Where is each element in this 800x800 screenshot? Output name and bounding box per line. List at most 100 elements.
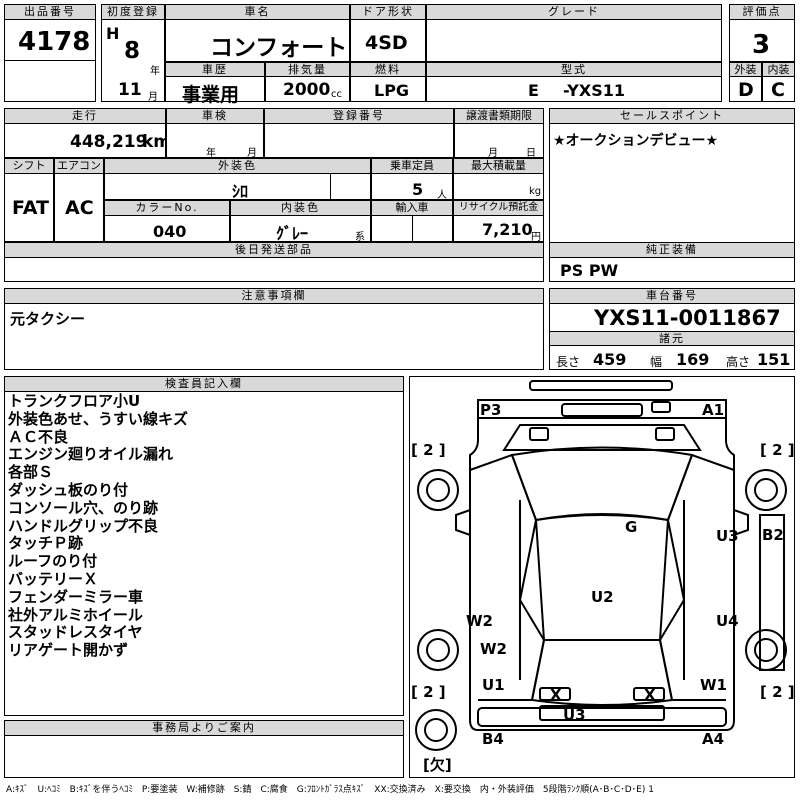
spec-width-label: 幅 bbox=[650, 355, 663, 369]
interior-grade: C bbox=[771, 79, 785, 101]
recycle-unit: 円 bbox=[531, 232, 541, 243]
aircon: AC bbox=[65, 197, 94, 219]
note-item: ルーフのり付 bbox=[8, 552, 98, 571]
car-name: コンフォート bbox=[210, 35, 348, 61]
import-divider bbox=[412, 216, 413, 242]
mileage: 448,219 bbox=[70, 132, 148, 152]
capacity: 5 bbox=[412, 180, 424, 199]
capacity-unit: 人 bbox=[437, 190, 447, 201]
first-reg-year: 8 bbox=[124, 38, 141, 64]
note-item: ＡＣ不良 bbox=[8, 427, 69, 446]
first-reg-box bbox=[101, 4, 165, 102]
damage-u1: U1 bbox=[482, 676, 505, 694]
damage-x-right: X bbox=[644, 686, 656, 704]
note-item: リアゲート開かず bbox=[8, 641, 129, 660]
car-diagram-box: P3 A1 G U3 B2 U2 W2 U4 W2 U1 W1 X X U3 B… bbox=[409, 376, 795, 778]
note-item: エンジン廻りオイル漏れ bbox=[8, 445, 174, 464]
chassis-header: 車台番号 bbox=[549, 288, 795, 304]
ext-color-divider bbox=[330, 174, 331, 200]
note-item: タッチＰ跡 bbox=[8, 534, 84, 553]
color-no-header: カラーNo. bbox=[104, 200, 230, 216]
recycle-header: リサイクル預託金 bbox=[453, 200, 544, 216]
score-header: 評価点 bbox=[729, 4, 795, 20]
spec-length: 459 bbox=[593, 350, 627, 369]
model: -YXS11 bbox=[563, 81, 625, 100]
inspector-notes-header: 検査員記入欄 bbox=[4, 376, 404, 392]
damage-u3-right: U3 bbox=[716, 527, 739, 545]
damage-w2-lower: W2 bbox=[480, 640, 507, 658]
mileage-header: 走行 bbox=[4, 108, 166, 124]
inspection-header: 車検 bbox=[166, 108, 264, 124]
max-load-header: 最大積載量 bbox=[453, 158, 544, 174]
fuel: LPG bbox=[374, 81, 410, 100]
damage-a1: A1 bbox=[702, 401, 724, 419]
lot-divider bbox=[4, 60, 96, 61]
caution: 元タクシー bbox=[10, 310, 86, 328]
year-unit: 年 bbox=[150, 66, 160, 77]
damage-u2: U2 bbox=[591, 588, 614, 606]
model-header: 型式 bbox=[426, 62, 722, 77]
ext-color-header: 外装色 bbox=[104, 158, 371, 174]
note-item: トランクフロア小U bbox=[8, 392, 141, 410]
tire-tread-rear-left: [ 2 ] bbox=[411, 683, 446, 701]
note-item: 社外アルミホイール bbox=[8, 605, 143, 624]
damage-b4: B4 bbox=[482, 730, 504, 748]
chassis-no: YXS11-0011867 bbox=[594, 306, 781, 330]
color-no: 040 bbox=[153, 222, 187, 241]
import-header: 輸入車 bbox=[371, 200, 453, 216]
interior-header: 内装 bbox=[762, 62, 795, 77]
specs-header: 諸元 bbox=[549, 331, 795, 346]
spare-tire-status: [欠] bbox=[423, 756, 452, 774]
damage-x-left: X bbox=[550, 686, 562, 704]
era: H bbox=[106, 24, 120, 43]
genuine-equip-header: 純正装備 bbox=[549, 242, 795, 258]
genuine-equip: PS PW bbox=[560, 261, 619, 280]
max-load-unit: kg bbox=[529, 186, 542, 197]
later-parts-header: 後日発送部品 bbox=[4, 242, 544, 258]
fuel-header: 燃料 bbox=[350, 62, 426, 77]
note-item: ハンドルグリップ不良 bbox=[8, 516, 159, 535]
insp-month-unit: 月 bbox=[247, 148, 257, 159]
damage-u4: U4 bbox=[716, 612, 739, 630]
spec-height-label: 高さ bbox=[726, 355, 751, 369]
door-header: ドア形状 bbox=[350, 4, 426, 20]
sales-point: ★オークションデビュー★ bbox=[553, 133, 719, 149]
spec-width: 169 bbox=[676, 350, 710, 369]
exterior-grade: D bbox=[738, 79, 754, 101]
displacement-unit: cc bbox=[331, 89, 342, 100]
tire-tread-front-left: [ 2 ] bbox=[411, 441, 446, 459]
score: 3 bbox=[752, 30, 771, 60]
grade-header: グレード bbox=[426, 4, 722, 20]
tire-tread-rear-right: [ 2 ] bbox=[760, 683, 795, 701]
mileage-unit: km bbox=[142, 132, 172, 152]
note-item: スタッドレスタイヤ bbox=[8, 623, 143, 642]
lot-no: 4178 bbox=[18, 27, 91, 57]
caution-header: 注意事項欄 bbox=[4, 288, 544, 304]
office-info-header: 事務局よりご案内 bbox=[4, 720, 404, 736]
shift-header: シフト bbox=[4, 158, 54, 174]
int-color-unit: 系 bbox=[355, 232, 365, 243]
note-item: フェンダーミラー車 bbox=[8, 587, 144, 606]
shift: FAT bbox=[12, 197, 49, 219]
note-item: バッテリーＸ bbox=[8, 569, 99, 588]
damage-w2-upper: W2 bbox=[466, 612, 493, 630]
spec-height: 151 bbox=[757, 350, 791, 369]
lot-no-box bbox=[4, 4, 96, 102]
model-prefix: E bbox=[528, 81, 539, 100]
sales-point-header: セールスポイント bbox=[549, 108, 795, 124]
note-item: コンソール穴、のり跡 bbox=[8, 498, 159, 517]
damage-b2: B2 bbox=[762, 526, 784, 544]
lot-no-header: 出品番号 bbox=[4, 4, 96, 20]
exterior-header: 外装 bbox=[729, 62, 762, 77]
int-color-header: 内装色 bbox=[230, 200, 371, 216]
inspector-notes-box bbox=[4, 376, 404, 716]
displacement: 2000 bbox=[283, 80, 331, 100]
reg-no-header: 登録番号 bbox=[264, 108, 454, 124]
car-name-header: 車名 bbox=[165, 4, 350, 20]
damage-u3-rear: U3 bbox=[563, 706, 586, 724]
first-reg-header: 初度登録 bbox=[101, 4, 165, 20]
month-unit: 月 bbox=[148, 92, 158, 103]
history: 事業用 bbox=[182, 84, 240, 106]
transfer-month-unit: 月 bbox=[488, 148, 498, 159]
sales-point-box bbox=[549, 108, 795, 258]
